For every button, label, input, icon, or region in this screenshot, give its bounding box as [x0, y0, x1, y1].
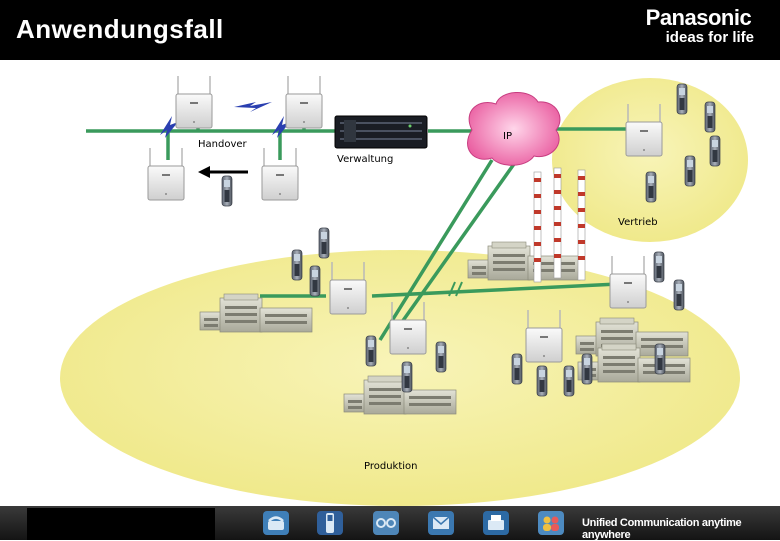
handset	[221, 175, 233, 207]
handset	[676, 83, 688, 115]
handset	[291, 249, 303, 281]
footer-tagline: Unified Communication anytime anywhere	[582, 517, 742, 541]
handset	[645, 171, 657, 203]
handset	[318, 227, 330, 259]
handset	[704, 101, 716, 133]
brand-tagline: ideas for life	[665, 29, 754, 46]
base-station	[609, 255, 647, 309]
handset	[401, 361, 413, 393]
pbx-server	[334, 115, 428, 149]
page-title: Anwendungsfall	[16, 14, 224, 44]
label-ip: IP	[503, 131, 512, 142]
network-diagram	[60, 75, 748, 506]
base-station	[175, 75, 213, 129]
label-vertrieb: Vertrieb	[618, 217, 658, 228]
mobile-phone-icon	[317, 511, 343, 535]
handset	[365, 335, 377, 367]
handset	[581, 353, 593, 385]
line-break-marker	[448, 281, 463, 297]
handset	[511, 353, 523, 385]
factory-building	[467, 241, 581, 281]
label-handover: Handover	[198, 139, 247, 150]
handset	[536, 365, 548, 397]
handset	[653, 251, 665, 283]
label-verwaltung: Verwaltung	[337, 154, 394, 165]
footer-black-box	[27, 508, 215, 540]
chimney	[553, 167, 562, 279]
wireless-links	[160, 102, 290, 138]
handset	[654, 343, 666, 375]
handset	[309, 265, 321, 297]
handset	[563, 365, 575, 397]
users-icon	[538, 511, 564, 535]
mail-icon	[428, 511, 454, 535]
ip-cloud	[467, 92, 561, 166]
network-icon	[373, 511, 399, 535]
phone-icon	[263, 511, 289, 535]
header-bar: Anwendungsfall Panasonic ideas for life	[0, 0, 780, 60]
handset	[684, 155, 696, 187]
footer-bar: Unified Communication anytime anywhere	[0, 506, 780, 541]
chimney	[577, 169, 586, 281]
fax-icon	[483, 511, 509, 535]
base-station	[285, 75, 323, 129]
handover-arrow	[198, 166, 248, 178]
chimney	[533, 171, 542, 283]
base-station	[147, 147, 185, 201]
lan-lines	[86, 108, 628, 341]
label-produktion: Produktion	[364, 461, 418, 472]
panasonic-logo: Panasonic ideas for life	[646, 6, 754, 46]
handset	[673, 279, 685, 311]
handset	[709, 135, 721, 167]
brand-name: Panasonic	[645, 5, 752, 30]
handset	[435, 341, 447, 373]
sales-zone	[552, 78, 748, 242]
